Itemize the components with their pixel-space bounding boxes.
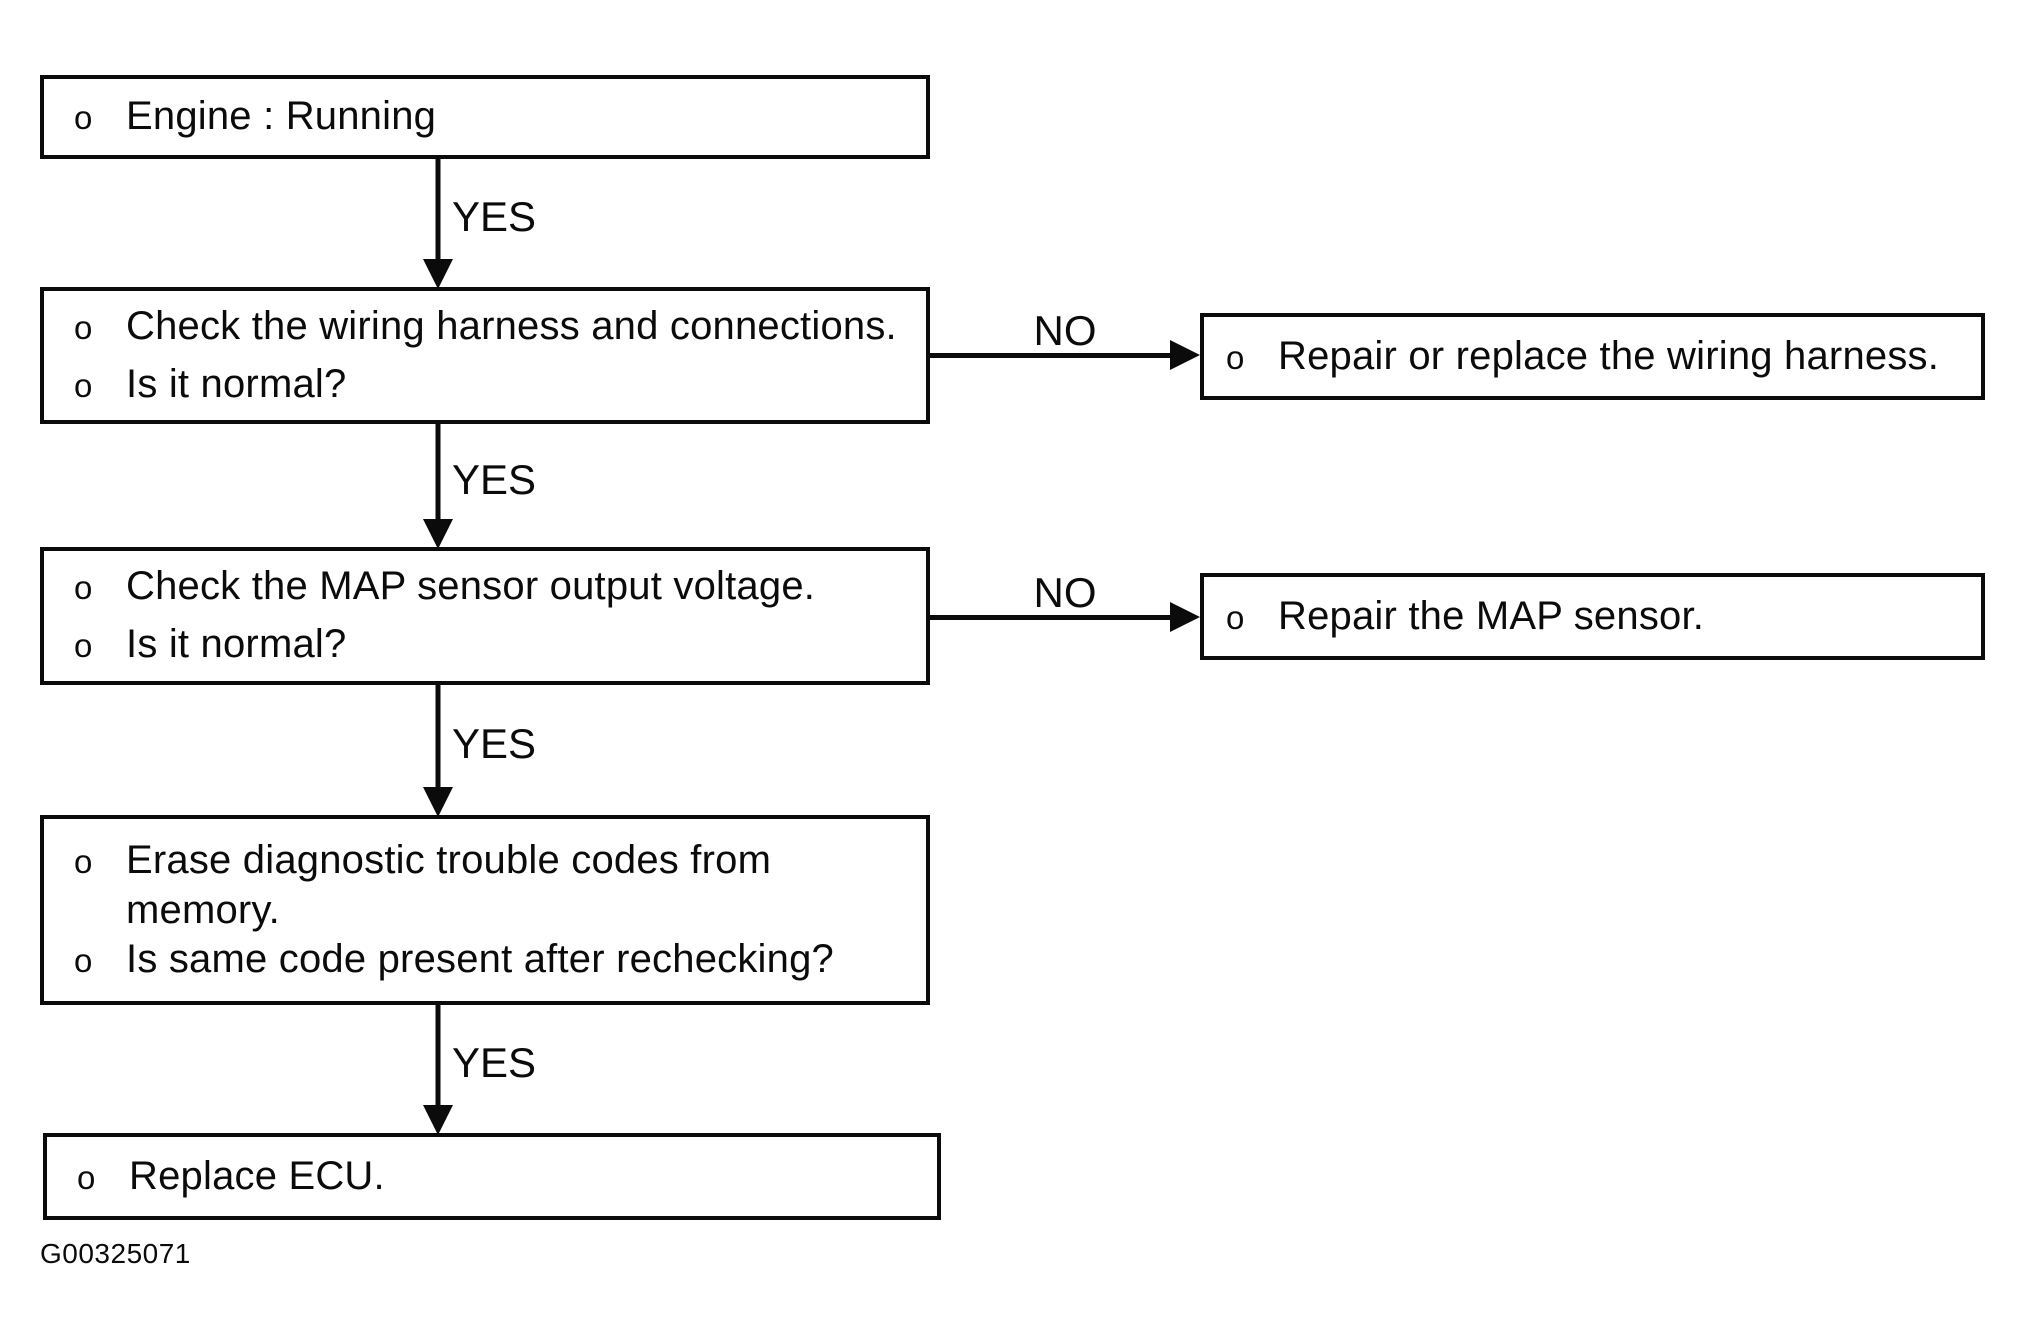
node-text: Check the MAP sensor output voltage. [126, 564, 816, 608]
list-item: o Repair or replace the wiring harness. [1226, 328, 1971, 386]
list-item: o Erase diagnostic trouble codes from [74, 836, 916, 886]
node-text: Replace ECU. [129, 1153, 385, 1198]
node-text: Check the wiring harness and connections… [126, 303, 897, 348]
yes-arrow-2: YES [421, 423, 536, 549]
node-engine-running: o Engine : Running [40, 75, 930, 159]
bullet-marker: o [74, 941, 93, 979]
yes-arrow-4: YES [421, 1004, 536, 1135]
node-text: Is same code present after rechecking? [126, 936, 834, 981]
yes-arrow-3: YES [421, 684, 536, 817]
list-item: o Is it normal? [74, 356, 916, 414]
bullet-marker: o [74, 627, 93, 664]
bullet-marker: o [74, 308, 93, 346]
bullet-marker: o [74, 366, 93, 404]
arrow-shaft [930, 615, 1180, 620]
arrow-shaft [435, 1004, 441, 1111]
bullet-marker: o [77, 1158, 96, 1196]
bullet-marker: o [1226, 598, 1245, 636]
arrow-shaft [930, 353, 1180, 358]
no-label: NO [1033, 307, 1097, 354]
bullet-marker: o [74, 569, 93, 606]
right-arrowhead-icon [1170, 340, 1200, 370]
node-check-wiring-harness: o Check the wiring harness and connectio… [40, 287, 930, 424]
yes-label: YES [452, 1038, 537, 1086]
no-label: NO [1033, 569, 1097, 616]
figure-id: G00325071 [40, 1238, 191, 1269]
yes-label: YES [452, 192, 537, 240]
bullet-marker: o [74, 842, 93, 880]
list-item: o Replace ECU. [77, 1148, 927, 1206]
node-erase-dtc: o Erase diagnostic trouble codes from me… [40, 815, 930, 1005]
down-arrowhead-icon [423, 519, 453, 549]
list-item: o Check the wiring harness and connectio… [74, 298, 916, 356]
down-arrowhead-icon [423, 787, 453, 817]
node-check-map-sensor: o Check the MAP sensor output voltage. o… [40, 547, 930, 685]
list-item: o Is same code present after rechecking? [74, 935, 916, 985]
bullet-marker: o [1226, 338, 1245, 376]
list-item: o Is it normal? [74, 616, 916, 674]
yes-label: YES [452, 719, 537, 767]
node-text: Repair the MAP sensor. [1278, 593, 1705, 638]
list-item: o Engine : Running [74, 88, 916, 146]
list-item: o Repair the MAP sensor. [1226, 588, 1971, 646]
node-text: Is it normal? [126, 622, 347, 666]
node-text: Is it normal? [126, 361, 347, 406]
no-arrow-1: NO [930, 307, 1200, 373]
node-repair-map-sensor: o Repair the MAP sensor. [1200, 573, 1985, 660]
list-item: o Check the MAP sensor output voltage. [74, 558, 916, 616]
no-arrow-2: NO [930, 569, 1200, 635]
node-text: Engine : Running [126, 94, 437, 138]
arrow-shaft [435, 684, 441, 793]
yes-arrow-1: YES [421, 158, 536, 289]
yes-label: YES [452, 455, 537, 503]
down-arrowhead-icon [423, 259, 453, 289]
node-replace-ecu: o Replace ECU. [43, 1133, 941, 1220]
node-text: memory. [126, 887, 280, 932]
node-text: Erase diagnostic trouble codes from [126, 837, 772, 882]
arrow-shaft [435, 158, 441, 265]
right-arrowhead-icon [1170, 602, 1200, 632]
bullet-marker: o [74, 99, 93, 136]
list-item-continuation: memory. [74, 886, 916, 935]
down-arrowhead-icon [423, 1105, 453, 1135]
arrow-shaft [435, 423, 441, 525]
node-text: Repair or replace the wiring harness. [1278, 333, 1940, 378]
node-repair-wiring-harness: o Repair or replace the wiring harness. [1200, 313, 1985, 400]
